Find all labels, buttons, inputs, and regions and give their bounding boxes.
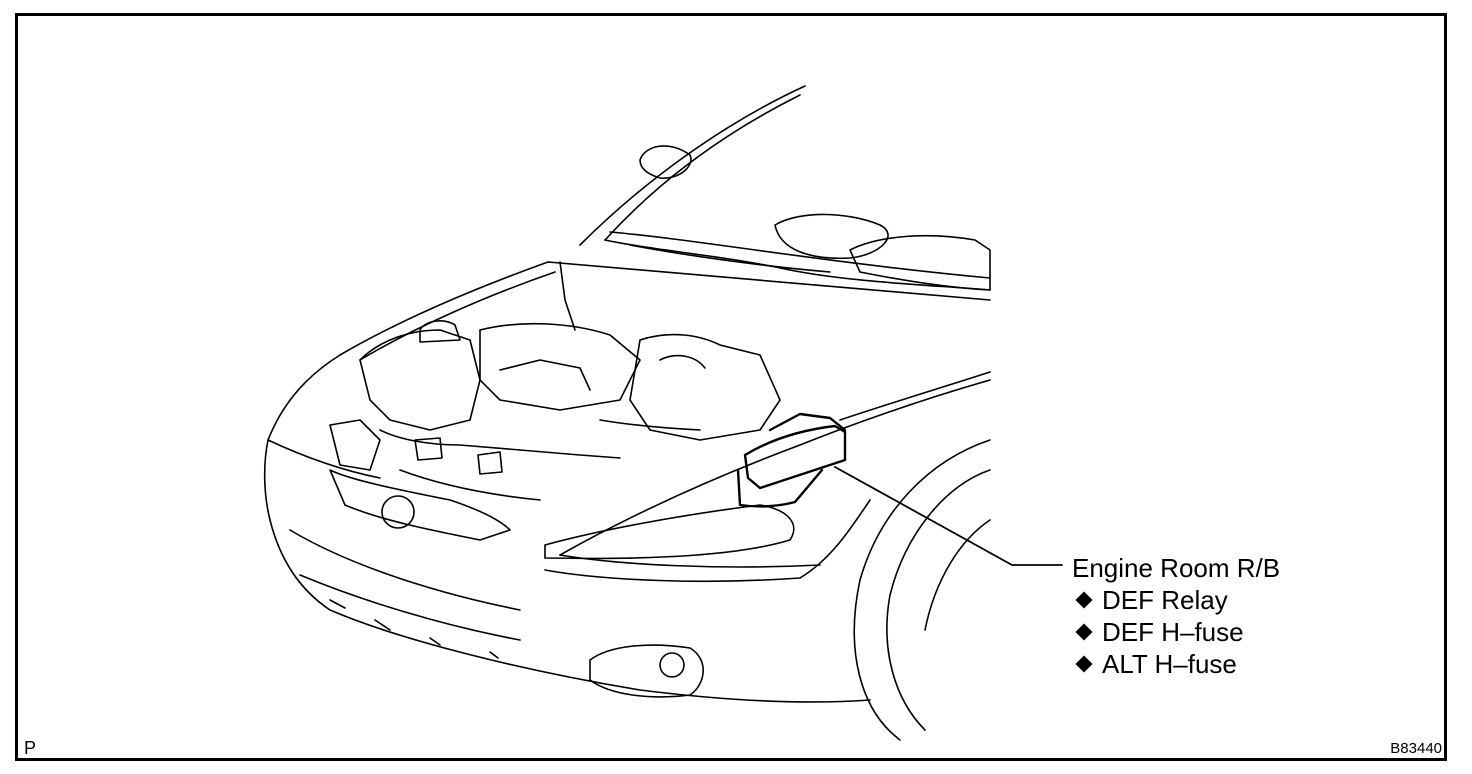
diamond-bullet-icon — [1075, 623, 1093, 641]
callout-item-label: DEF H–fuse — [1102, 617, 1244, 647]
hood-outline — [339, 261, 991, 361]
diamond-bullet-icon — [1075, 591, 1093, 609]
figure-frame — [15, 13, 1447, 761]
callout-item: DEF Relay — [1072, 584, 1280, 616]
windshield-outline — [579, 85, 991, 291]
callout-item: DEF H–fuse — [1072, 616, 1280, 648]
leader-line — [834, 466, 1063, 566]
body-outline — [263, 354, 991, 703]
callout-item: ALT H–fuse — [1072, 648, 1280, 680]
callout-item-label: ALT H–fuse — [1102, 649, 1237, 679]
callout-title: Engine Room R/B — [1072, 553, 1281, 583]
wheel-outline — [853, 439, 991, 741]
diamond-bullet-icon — [1075, 655, 1093, 673]
engine-bay-outline — [329, 320, 781, 501]
figure-id: B83440 — [1390, 740, 1442, 757]
interior-outline — [629, 145, 991, 291]
callout-item-label: DEF Relay — [1102, 585, 1228, 615]
bumper-outline — [299, 574, 521, 659]
fog-lamp-outline — [589, 644, 704, 698]
headlamp-outline — [329, 469, 795, 560]
relay-box-callout: Engine Room R/B DEF Relay DEF H–fuse ALT… — [1072, 552, 1280, 680]
relay-box-drawing — [736, 412, 847, 508]
corner-code-left: P — [24, 738, 37, 758]
